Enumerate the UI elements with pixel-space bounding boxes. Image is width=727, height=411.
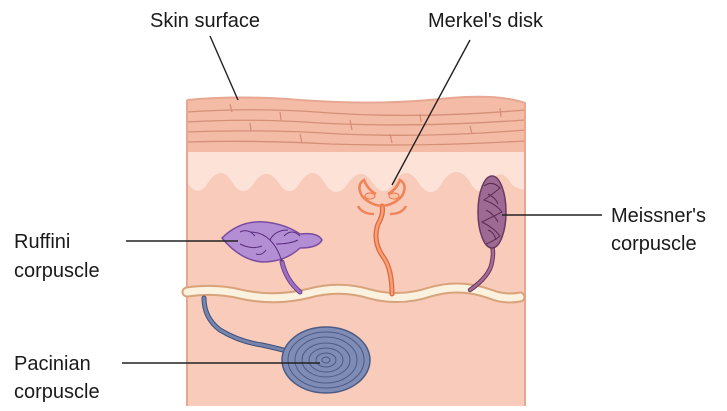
ruffini-label-line1: Ruffini [14,230,70,254]
pacinian-label-line2: corpuscle [14,380,100,404]
ruffini-label-line2: corpuscle [14,259,100,283]
meissners-label-line2: corpuscle [611,232,697,256]
merkels-disk-label: Merkel's disk [428,9,543,33]
skin-surface-label: Skin surface [150,9,260,33]
skin-surface-leader [210,36,238,100]
pacinian-label-line1: Pacinian [14,352,91,376]
meissners-label-line1: Meissner's [611,204,706,228]
